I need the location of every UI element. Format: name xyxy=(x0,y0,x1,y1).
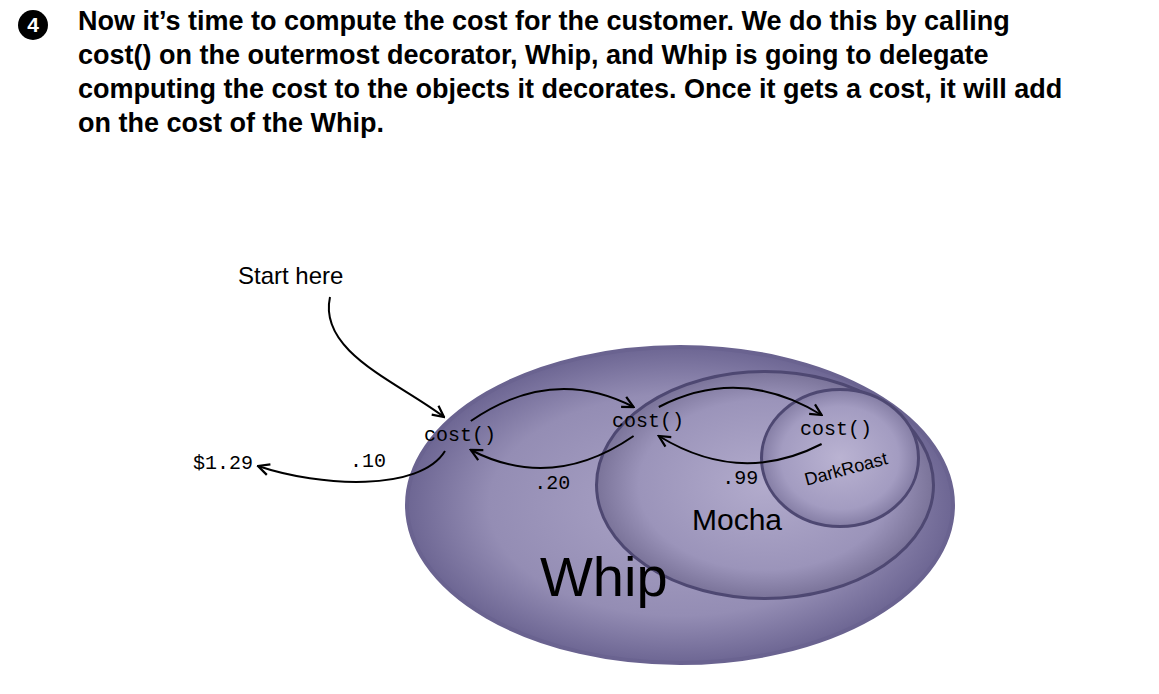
note-text: Start here xyxy=(238,262,343,290)
method-call: cost() xyxy=(612,410,684,433)
leader-arrow xyxy=(329,297,444,417)
method-call: cost() xyxy=(800,418,872,441)
method-call: cost() xyxy=(424,424,496,447)
text-holder: .10 xyxy=(350,450,386,473)
delegation-arrow xyxy=(659,436,822,463)
callout-number: 4 xyxy=(18,10,48,40)
cost-value: .10 xyxy=(350,450,386,473)
delegation-arrow xyxy=(471,436,634,468)
result-value: $1.29 xyxy=(193,452,253,475)
heading-text: Now it’s time to compute the cost for th… xyxy=(78,4,1063,140)
text-holder: cost() xyxy=(800,418,872,441)
text-holder: $1.29 xyxy=(193,452,253,475)
text-holder: Now it’s time to compute the cost for th… xyxy=(78,4,1063,140)
result-arrow xyxy=(258,451,445,482)
text-holder: Mocha xyxy=(692,503,782,537)
delegation-arrow xyxy=(471,389,634,421)
text-holder: .99 xyxy=(722,467,758,490)
ellipse-shape xyxy=(597,372,934,599)
class-name: Whip xyxy=(540,546,668,608)
class-name: Mocha xyxy=(692,503,782,537)
edge-value: .99 xyxy=(722,467,758,490)
text-holder: 4 xyxy=(18,10,48,40)
text-holder: cost() xyxy=(424,424,496,447)
text-holder: Start here xyxy=(238,262,343,290)
ellipse-shape xyxy=(407,347,953,663)
decorator-ellipse: cost()Whipcost()Mochacost()DarkRoast xyxy=(405,345,955,665)
text-holder: cost() xyxy=(612,410,684,433)
edge-value: .20 xyxy=(534,472,570,495)
delegation-arrow xyxy=(659,388,822,415)
text-holder: Whip xyxy=(540,546,668,608)
text-holder: .20 xyxy=(534,472,570,495)
